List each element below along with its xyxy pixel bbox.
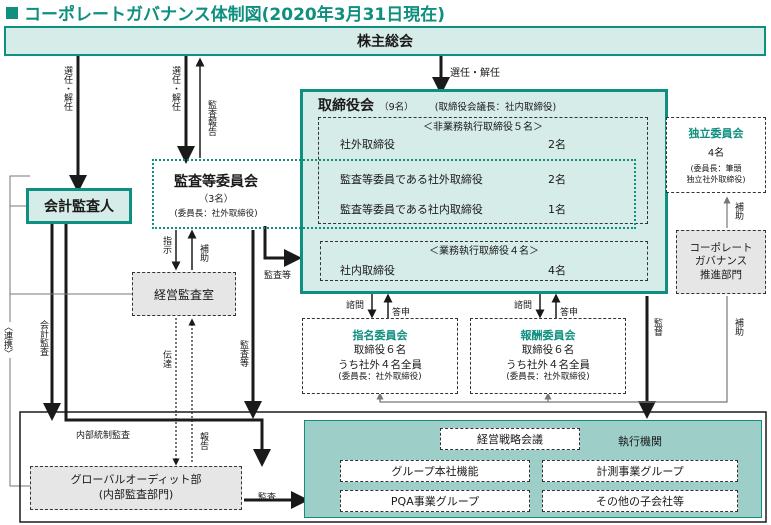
nonexec-row-count: 2名 (548, 173, 566, 186)
label-assist-committees: 補助 (733, 318, 743, 336)
nonexec-row-count: 2名 (548, 138, 566, 151)
nomination-chair: (委員長：社外取締役) (338, 372, 422, 383)
auditor-box: 会計監査人 (26, 188, 132, 224)
board-name: 取締役会 (318, 98, 374, 114)
exec-row-count: 4名 (548, 264, 566, 277)
label-elect-auditor: 選任・解任 (62, 66, 72, 111)
board-box (300, 89, 668, 294)
strategy-meeting-box: 経営戦略会議 (440, 428, 580, 450)
remuneration-committee-box: 報酬委員会 取締役６名 うち社外４名全員 (委員長：社外取締役) (470, 318, 626, 394)
shareholders-label: 株主総会 (357, 34, 413, 50)
independent-committee-chair1: (委員長：筆頭 (690, 164, 742, 173)
board-chair: (取締役会議長：社内取締役) (434, 102, 557, 113)
label-internal-control: 内部統制監査 (76, 431, 131, 441)
nonexec-row-label: 社外取締役 (340, 138, 395, 151)
independent-committee-chair2: 独立社外取締役) (686, 175, 746, 184)
label-instruct: 指示 (161, 236, 171, 254)
nonexec-row-label: 監査等委員である社外取締役 (340, 173, 483, 186)
audit-committee-chair: (委員長：社外取締役) (174, 209, 258, 219)
audit-committee-count: （3名） (198, 194, 234, 205)
global-audit-box: グローバルオーディット部 (内部監査部門) (30, 466, 242, 510)
global-audit-line2: (内部監査部門) (98, 488, 174, 501)
remuneration-name: 報酬委員会 (520, 328, 576, 342)
nonexec-row-label: 監査等委員である社内取締役 (340, 203, 483, 216)
arrow-audit-board (263, 226, 302, 267)
exec-unit-box: PQA事業グループ (340, 490, 530, 512)
label-transmit: 伝達 (161, 350, 171, 368)
audit-committee-frame (152, 159, 636, 229)
nonexec-frame (318, 117, 648, 224)
label-audit-etc-down: 監査等 (238, 340, 248, 367)
board-count: （9名） (379, 102, 414, 113)
independent-committee-box: 独立委員会 4名 (委員長：筆頭 独立社外取締役) (666, 117, 766, 193)
global-audit-line1: グローバルオーディット部 (70, 473, 202, 487)
label-assist-office: 補助 (198, 244, 208, 262)
exec-header: ＜業務執行取締役４名＞ (429, 245, 539, 257)
strategy-meeting-label: 経営戦略会議 (477, 433, 543, 446)
nomination-name: 指名委員会 (352, 328, 408, 342)
audit-office-box: 経営監査室 (132, 272, 236, 316)
label-elect-audit-committee: 選任・解任 (170, 66, 180, 111)
audit-committee-box: 監査等委員会 （3名） (委員長：社外取締役) (156, 165, 276, 225)
exec-unit-label: グループ本社機能 (391, 465, 479, 478)
exec-row-label: 社内取締役 (340, 264, 395, 277)
cg-dept-line3: 推進部門 (700, 268, 742, 281)
label-answer-2: 答申 (560, 308, 579, 318)
remuneration-line1: 取締役６名 (521, 344, 575, 357)
cg-dept-box: コーポレート ガバナンス 推進部門 (676, 230, 766, 294)
title-square-icon (6, 7, 18, 19)
nonexec-row-count: 1名 (548, 203, 566, 216)
label-report: 報告 (198, 432, 208, 450)
nonexec-header: ＜非業務執行取締役５名＞ (423, 121, 543, 133)
board-header: 取締役会 （9名） (取締役会議長：社内取締役) (318, 95, 556, 115)
audit-office-label: 経営監査室 (153, 287, 214, 302)
exec-unit-label: 計測事業グループ (596, 465, 684, 478)
auditor-label: 会計監査人 (44, 199, 114, 215)
label-answer-1: 答申 (392, 308, 411, 318)
remuneration-line2: うち社外４名全員 (506, 358, 590, 371)
label-cooperation: 〈連携〉 (2, 322, 12, 358)
nomination-line1: 取締役６名 (353, 344, 407, 357)
diagram-title: コーポレートガバナンス体制図(2020年3月31日現在) (6, 0, 445, 25)
shareholders-box: 株主総会 (4, 26, 766, 56)
nomination-committee-box: 指名委員会 取締役６名 うち社外４名全員 (委員長：社外取締役) (302, 318, 458, 394)
exec-frame (320, 241, 648, 281)
remuneration-chair: (委員長：社外取締役) (506, 372, 590, 383)
label-assist-independent: 補助 (733, 202, 743, 220)
exec-org-label: 執行機関 (618, 435, 662, 448)
exec-unit-box: 計測事業グループ (542, 460, 738, 482)
execution-frame (19, 411, 767, 523)
exec-unit-box: その他の子会社等 (542, 490, 738, 512)
label-accounting-audit: 会計監査 (38, 320, 48, 356)
label-audit-exec: 監査 (258, 493, 277, 503)
audit-committee-name: 監査等委員会 (174, 174, 258, 190)
label-elect-board: 選任・解任 (450, 68, 500, 79)
independent-committee-name: 独立委員会 (688, 127, 744, 140)
diagram-title-text: コーポレートガバナンス体制図(2020年3月31日現在) (24, 5, 445, 25)
cg-dept-line2: ガバナンス (694, 255, 748, 268)
exec-unit-box: グループ本社機能 (340, 460, 530, 482)
independent-committee-count: 4名 (707, 148, 725, 159)
label-consult-1: 諮問 (346, 301, 365, 311)
exec-unit-label: その他の子会社等 (596, 495, 684, 508)
label-audit-report: 監査報告 (206, 100, 216, 136)
nomination-line2: うち社外４名全員 (338, 358, 422, 371)
exec-unit-label: PQA事業グループ (390, 495, 480, 508)
cg-dept-line1: コーポレート (689, 241, 753, 254)
label-consult-2: 諮問 (514, 301, 533, 311)
arrow-internal-audit (64, 222, 271, 467)
label-audit-etc-board: 監査等 (264, 271, 292, 281)
label-supervise: 監督 (652, 318, 662, 336)
